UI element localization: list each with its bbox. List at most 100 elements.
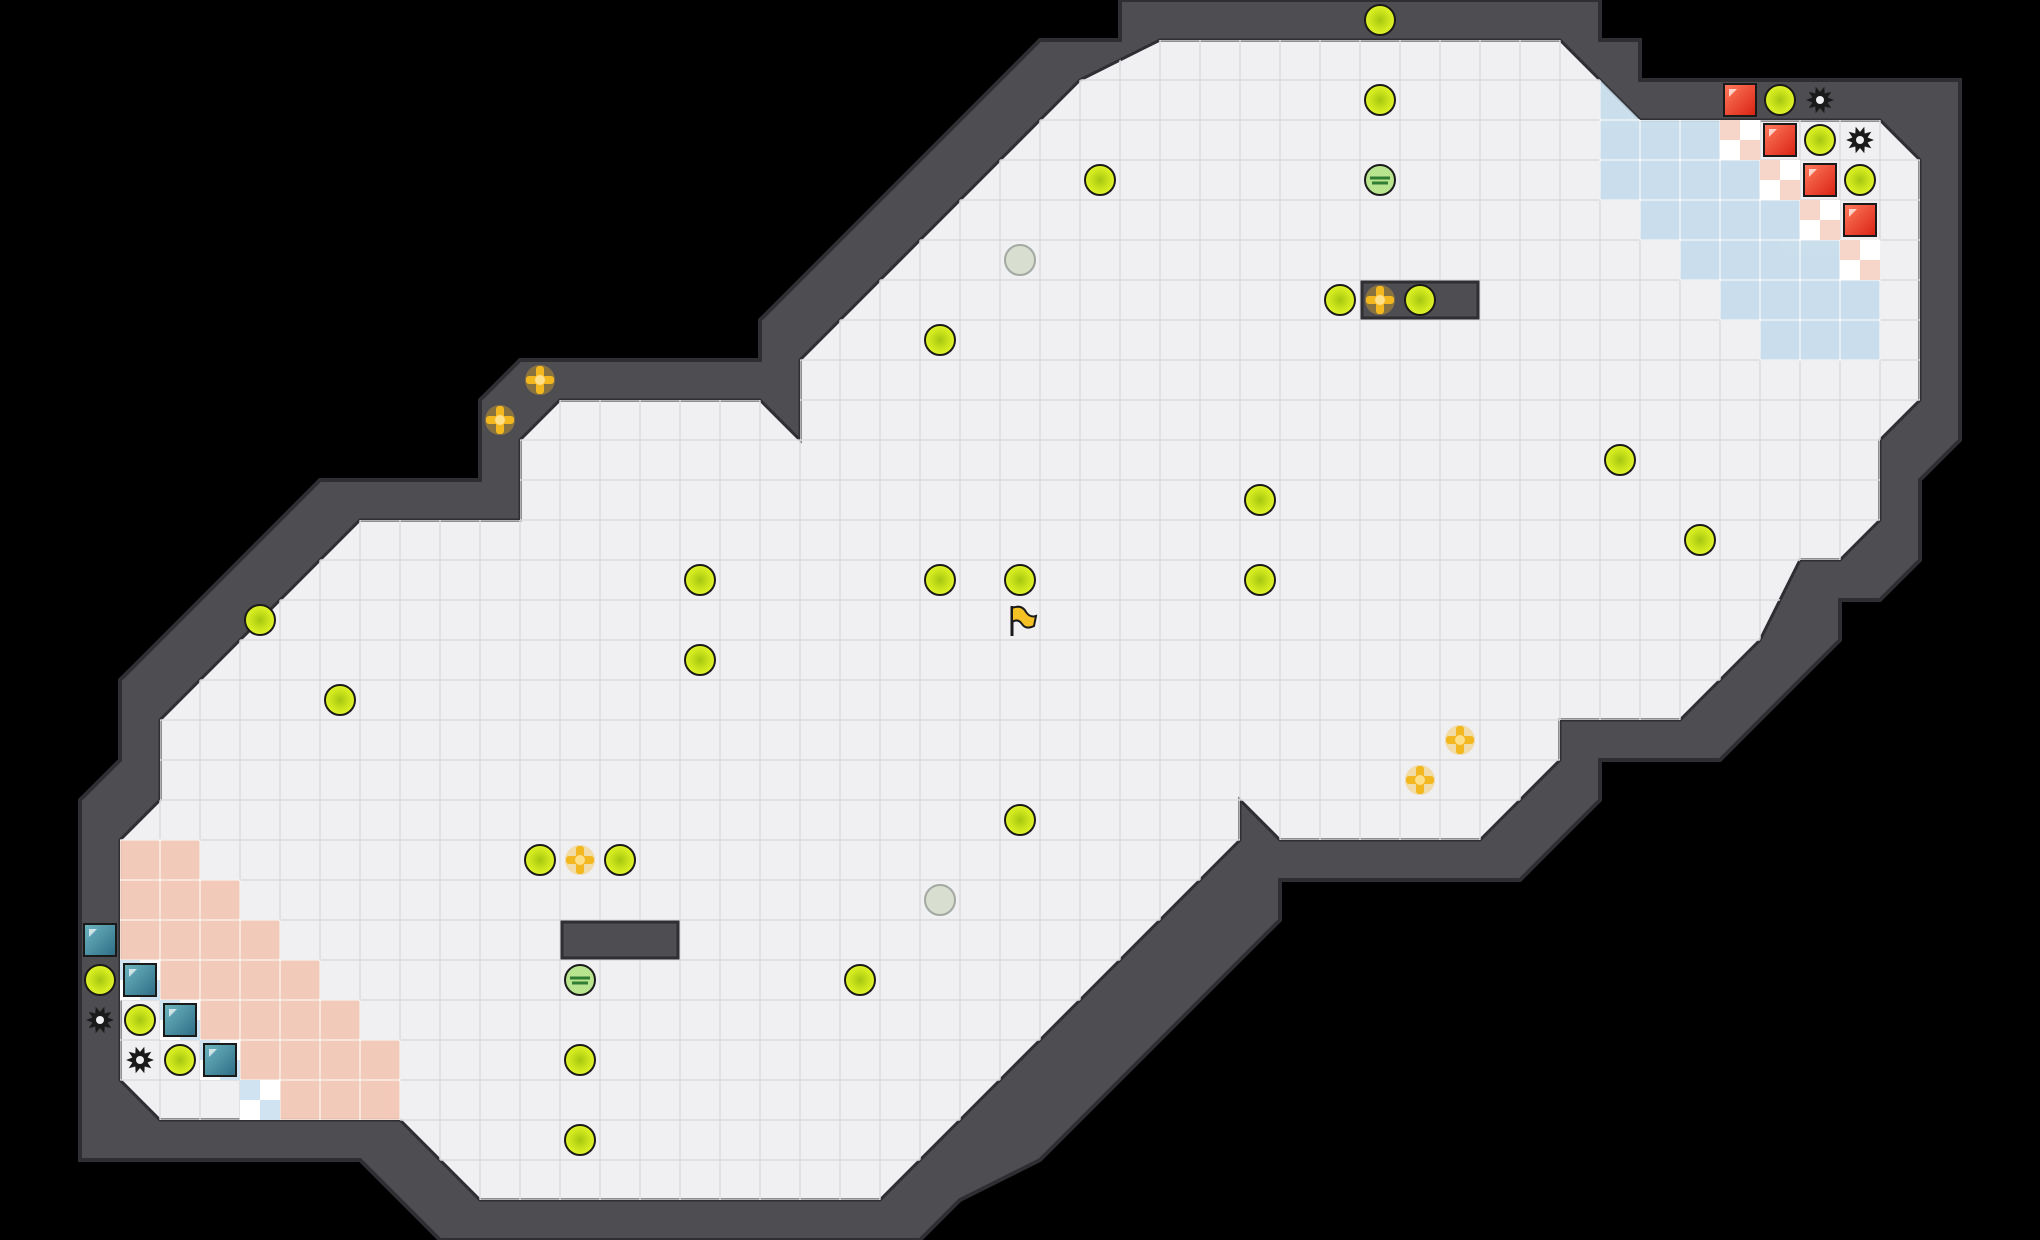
red-zone-tile (159, 879, 201, 921)
orb-body (1844, 164, 1876, 196)
orb-body (684, 644, 716, 676)
powerup-orb[interactable] (564, 1124, 596, 1156)
powerup-orb[interactable] (604, 844, 636, 876)
powerup-orb[interactable] (524, 844, 556, 876)
powerup-orb[interactable] (244, 604, 276, 636)
flag-tile-shine (1729, 89, 1737, 97)
boost-pad[interactable] (1365, 285, 1395, 315)
gate-body (564, 964, 596, 996)
powerup-orb[interactable] (684, 644, 716, 676)
powerup-orb[interactable] (1364, 4, 1396, 36)
powerup-orb[interactable] (164, 1044, 196, 1076)
powerup-orb[interactable] (1404, 284, 1436, 316)
blue-flag-tile[interactable] (123, 963, 157, 997)
powerup-orb[interactable] (1004, 564, 1036, 596)
red-checker-tile (1860, 240, 1880, 260)
red-checker-tile (1720, 120, 1740, 140)
red-checker-tile (1740, 120, 1760, 140)
powerup-orb[interactable] (1324, 284, 1356, 316)
blue-zone-tile (1839, 279, 1881, 321)
orb-body (524, 844, 556, 876)
blue-flag-tile[interactable] (203, 1043, 237, 1077)
red-checker-tile (1800, 200, 1820, 220)
orb-body (244, 604, 276, 636)
blue-zone-tile (1719, 279, 1761, 321)
red-flag-tile[interactable] (1843, 203, 1877, 237)
boost-pad[interactable] (1405, 765, 1435, 795)
blue-zone-tile (1719, 199, 1761, 241)
blue-zone-tile (1759, 239, 1801, 281)
powerup-orb[interactable] (924, 324, 956, 356)
red-zone-tile (279, 1079, 321, 1121)
blue-zone-tile (1639, 119, 1681, 161)
spike-center (96, 1016, 104, 1024)
red-zone-tile (279, 1039, 321, 1081)
powerup-orb[interactable] (1844, 164, 1876, 196)
spike-mine[interactable] (1806, 86, 1834, 114)
powerup-orb[interactable] (1804, 124, 1836, 156)
orb-body (844, 964, 876, 996)
powerup-orb[interactable] (324, 684, 356, 716)
boost-center (535, 375, 545, 385)
gate-body (1364, 164, 1396, 196)
blue-flag-tile[interactable] (83, 923, 117, 957)
boost-pad[interactable] (1445, 725, 1475, 755)
boost-pad[interactable] (565, 845, 595, 875)
red-zone-tile (319, 1079, 361, 1121)
blue-zone-tile (1679, 199, 1721, 241)
powerup-orb[interactable] (1764, 84, 1796, 116)
powerup-orb[interactable] (564, 1044, 596, 1076)
powerup-orb[interactable] (1684, 524, 1716, 556)
team-zones (120, 79, 1881, 1121)
powerup-orb[interactable] (844, 964, 876, 996)
powerup-orb[interactable] (84, 964, 116, 996)
inactive-orb (1004, 244, 1036, 276)
orb-body (1004, 564, 1036, 596)
powerup-orb[interactable] (924, 564, 956, 596)
powerup-orb[interactable] (1364, 84, 1396, 116)
powerup-orb[interactable] (684, 564, 716, 596)
inactive-orb (924, 884, 956, 916)
red-flag-tile[interactable] (1803, 163, 1837, 197)
orb-body (1364, 84, 1396, 116)
spike-mine[interactable] (86, 1006, 114, 1034)
blue-zone-tile (1799, 279, 1841, 321)
blue-checker-tile (240, 1100, 260, 1120)
red-flag-tile[interactable] (1723, 83, 1757, 117)
orb-body (1324, 284, 1356, 316)
spike-center (136, 1056, 144, 1064)
boost-pad[interactable] (485, 405, 515, 435)
powerup-orb[interactable] (1004, 804, 1036, 836)
red-flag-tile[interactable] (1763, 123, 1797, 157)
flag-tile-shine (209, 1049, 217, 1057)
blue-checker-tile (240, 1080, 260, 1100)
blue-flag-tile[interactable] (163, 1003, 197, 1037)
powerup-orb[interactable] (1604, 444, 1636, 476)
blue-zone-tile (1839, 319, 1881, 361)
orb-body (924, 564, 956, 596)
red-checker-tile (1820, 220, 1840, 240)
blue-zone-tile (1599, 119, 1641, 161)
center-flag-icon[interactable] (1010, 605, 1038, 636)
spike-mine[interactable] (1846, 126, 1874, 154)
spike-mine[interactable] (126, 1046, 154, 1074)
blue-zone-tile (1679, 239, 1721, 281)
orb-body (564, 1124, 596, 1156)
red-zone-tile (159, 839, 201, 881)
red-zone-tile (359, 1039, 401, 1081)
boost-pad[interactable] (525, 365, 555, 395)
blue-zone-tile (1599, 159, 1641, 201)
orb-body (1684, 524, 1716, 556)
red-checker-tile (1740, 140, 1760, 160)
powerup-orb[interactable] (1244, 564, 1276, 596)
blue-zone-tile (1799, 319, 1841, 361)
red-checker-tile (1720, 140, 1740, 160)
powerup-orb[interactable] (1244, 484, 1276, 516)
blue-zone-tile (1759, 319, 1801, 361)
flag-tile-shine (1849, 209, 1857, 217)
powerup-orb[interactable] (124, 1004, 156, 1036)
powerup-orb[interactable] (1084, 164, 1116, 196)
gate-orb[interactable] (564, 964, 596, 996)
gate-orb[interactable] (1364, 164, 1396, 196)
